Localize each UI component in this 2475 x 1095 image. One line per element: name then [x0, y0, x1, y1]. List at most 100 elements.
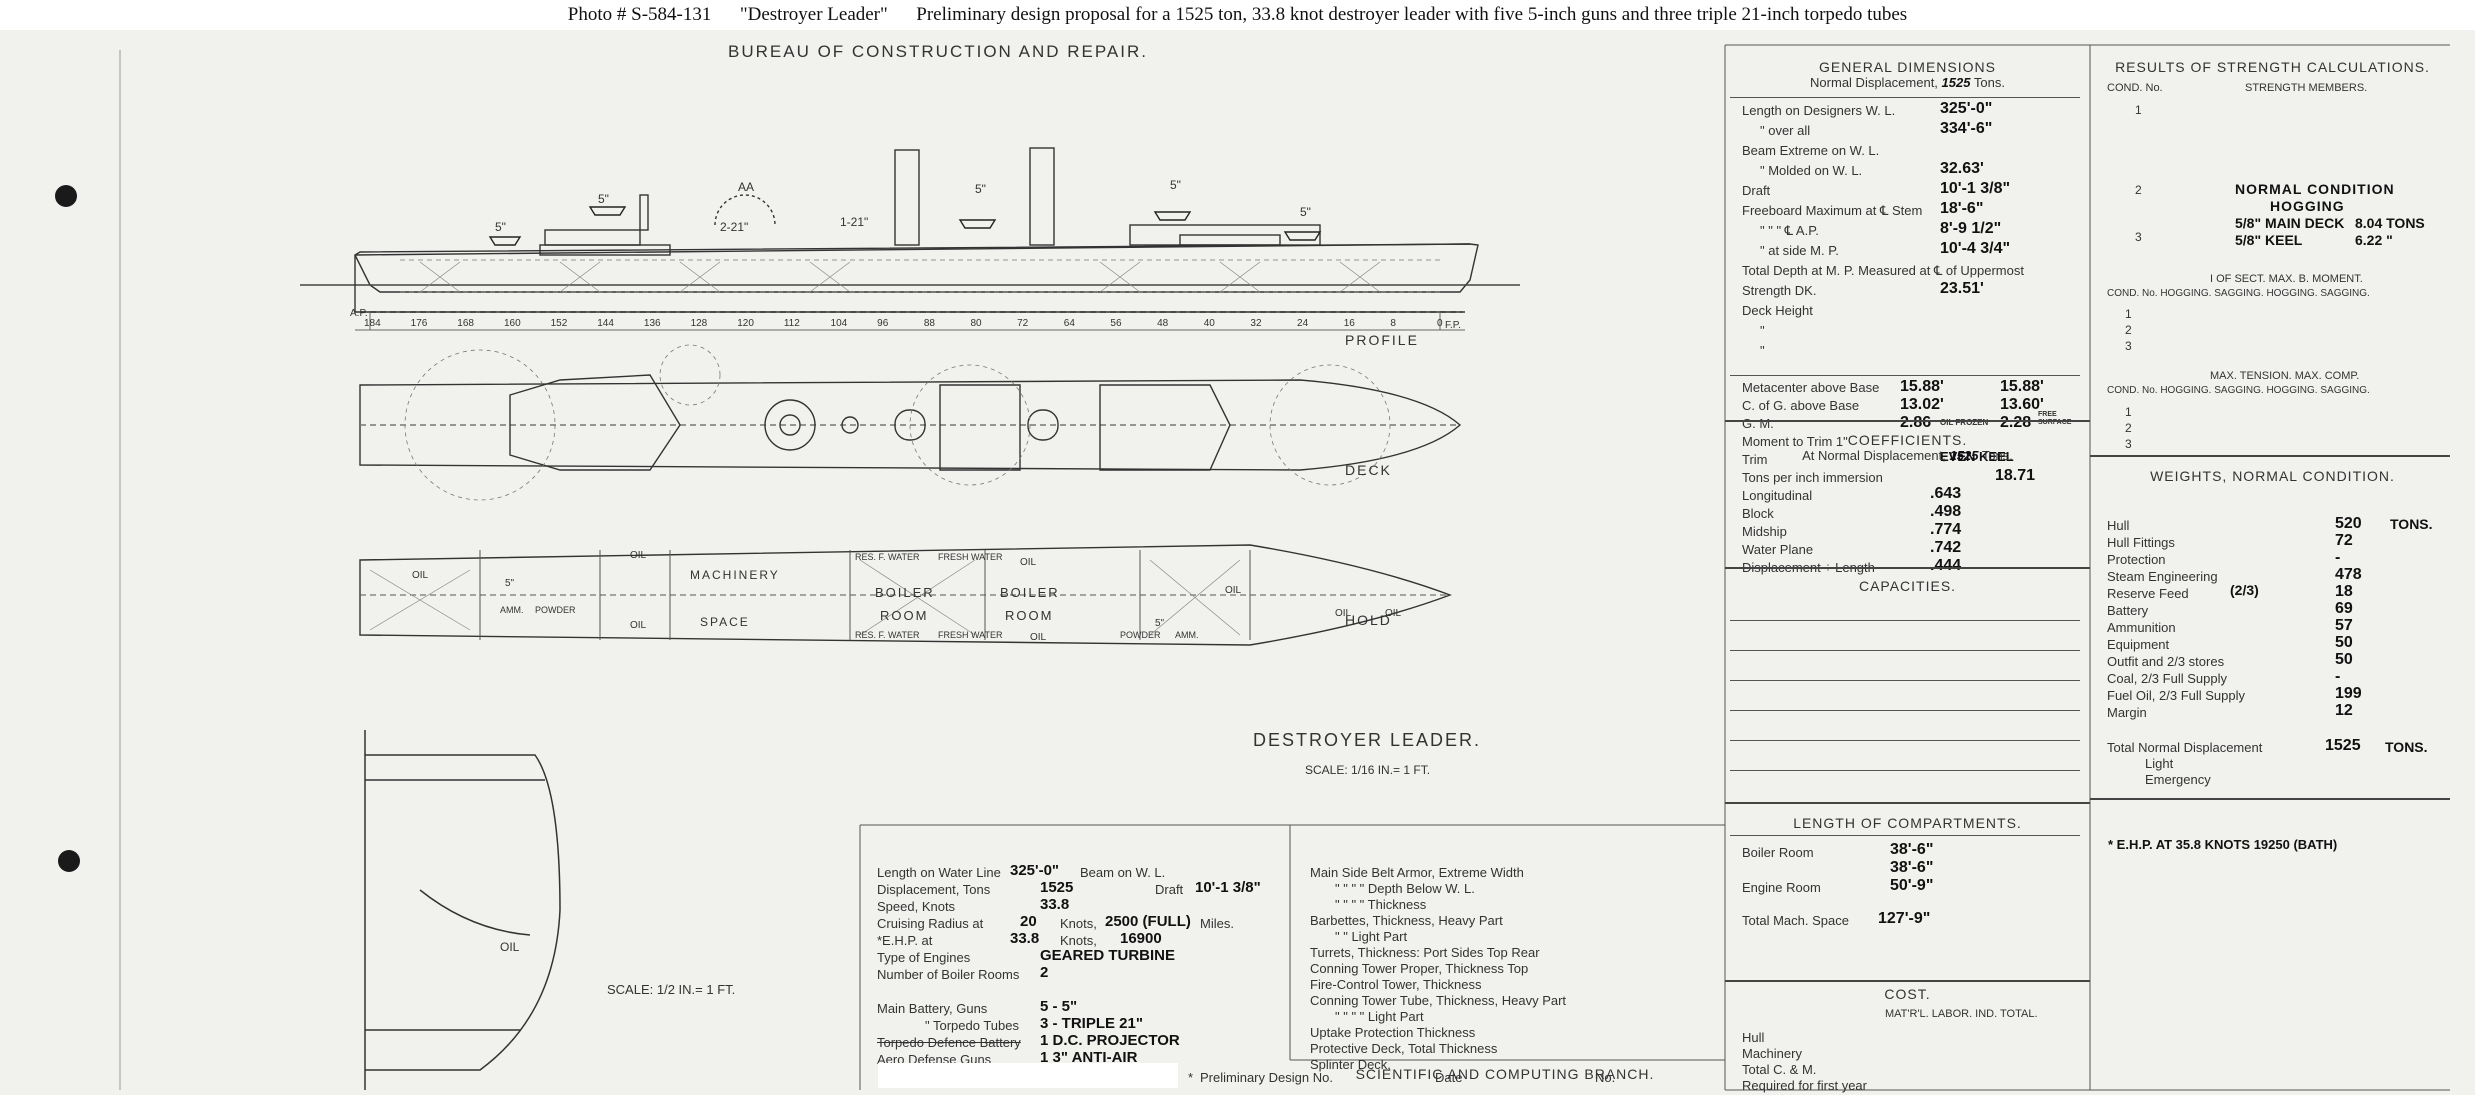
particular-value: 1 3" ANTI-AIR — [1040, 1049, 1138, 1066]
weights-total-label: Total Normal Displacement — [2107, 740, 2263, 755]
blueprint-sheet: BUREAU OF CONSTRUCTION AND REPAIR. PROFI… — [0, 30, 2475, 1095]
hold-compartment: MACHINERY — [690, 568, 780, 582]
particular-value: 325'-0" — [1010, 862, 1060, 879]
coefficients-heading: COEFFICIENTS. — [1847, 432, 1968, 448]
frame-number: 104 — [830, 318, 848, 329]
total-mach-value: 127'-9" — [1878, 910, 1931, 927]
gun-label: 5" — [1300, 205, 1311, 219]
weight-label: Protection — [2107, 552, 2166, 567]
frame-number: 24 — [1297, 318, 1309, 329]
particular-label: Miles. — [1200, 916, 1234, 931]
photo-caption: Photo # S-584-131 "Destroyer Leader" Pre… — [0, 0, 2475, 30]
frame-number: 0 — [1437, 318, 1443, 329]
frame-number: 128 — [690, 318, 708, 329]
weight-value: 12 — [2335, 702, 2353, 719]
frame-number: 144 — [597, 318, 614, 329]
weights-light-label: Light — [2145, 756, 2174, 771]
gm-label: G. M. — [1742, 416, 1774, 431]
dimension-label: Beam Extreme on W. L. — [1742, 143, 1880, 158]
particular-value: 33.8 — [1040, 896, 1070, 913]
weight-label: Ammunition — [2107, 620, 2176, 635]
gun-label: 5" — [975, 182, 986, 196]
tension-row: 1 — [2125, 405, 2132, 419]
boiler-room-label: Boiler Room — [1742, 845, 1814, 860]
weight-label: Hull Fittings — [2107, 535, 2175, 550]
hold-compartment: OIL — [1385, 608, 1402, 619]
hold-label: HOLD — [1345, 612, 1392, 628]
dimension-value: 8'-9 1/2" — [1940, 220, 2002, 237]
particular-label: Length on Water Line — [877, 865, 1001, 880]
armor-label: " " " " Light Part — [1335, 1009, 1424, 1024]
frame-number: 112 — [783, 318, 800, 329]
torpedo-tube-label: 1-21" — [840, 215, 869, 229]
coefficient-value: .742 — [1930, 539, 1962, 556]
number-label: No. — [1595, 1070, 1616, 1085]
coefficient-value: .444 — [1930, 557, 1962, 574]
gm-value-1: 2.86 — [1900, 414, 1932, 431]
armor-label: Splinter Deck, — [1310, 1057, 1391, 1072]
hold-compartment: OIL — [1020, 557, 1037, 568]
weight-value: 520 — [2335, 515, 2362, 532]
moment-header-1: I OF SECT. MAX. B. MOMENT. — [2210, 273, 2363, 285]
photo-number: Photo # S-584-131 — [567, 4, 712, 25]
cg-value-1: 13.02' — [1900, 396, 1944, 413]
coefficients-subheading-text: At Normal Displacement, — [1802, 448, 1946, 463]
hold-compartment: ROOM — [1005, 608, 1054, 623]
frame-number: 96 — [877, 318, 889, 329]
armor-label: Fire-Control Tower, Thickness — [1310, 977, 1482, 992]
coefficient-label: Block — [1742, 506, 1774, 521]
weight-label: Reserve Feed — [2107, 586, 2189, 601]
profile-label: PROFILE — [1345, 332, 1419, 348]
particular-label: Draft — [1155, 882, 1184, 897]
tons-per-inch-value: 18.71 — [1995, 467, 2036, 484]
gm-note-2: FREE SURFACE — [2038, 411, 2072, 426]
moment-row: 1 — [2125, 307, 2132, 321]
strength-main-deck-value: 8.04 TONS — [2355, 215, 2425, 231]
dimension-label: Draft — [1742, 183, 1771, 198]
strength-row-no: 2 — [2135, 183, 2142, 197]
compartments-heading: LENGTH OF COMPARTMENTS. — [1793, 815, 2022, 831]
hold-compartment: FRESH WATER — [938, 630, 1003, 640]
gun-label: 5" — [495, 220, 506, 234]
armor-label: Conning Tower Proper, Thickness Top — [1310, 961, 1529, 976]
dimension-label: " at side M. P. — [1760, 243, 1839, 258]
cost-row-total: Total C. & M. — [1742, 1062, 1817, 1077]
frame-number: 176 — [410, 318, 428, 329]
hold-compartment: OIL — [1335, 608, 1352, 619]
weight-value: - — [2335, 668, 2341, 685]
strength-keel-label: 5/8" KEEL — [2235, 232, 2303, 248]
weights-total-value: 1525 — [2325, 737, 2361, 754]
subheading-value: 1525 — [1941, 75, 1971, 90]
particular-label: Cruising Radius at — [877, 916, 984, 931]
weight-note: (2/3) — [2230, 582, 2259, 598]
hold-compartment: RES. F. WATER — [855, 630, 920, 640]
weight-value: 18 — [2335, 583, 2353, 600]
metacenter-label: Metacenter above Base — [1742, 380, 1880, 395]
tension-row: 2 — [2125, 421, 2132, 435]
weight-label: Coal, 2/3 Full Supply — [2107, 671, 2227, 686]
hold-compartment: OIL — [630, 550, 647, 561]
hold-compartment: ROOM — [880, 608, 929, 623]
armor-label: " " " " Depth Below W. L. — [1335, 881, 1475, 896]
dimension-value: 23.51' — [1940, 280, 1984, 297]
hold-compartment: POWDER — [1120, 630, 1161, 640]
frame-number: 16 — [1343, 318, 1355, 329]
hold-view — [359, 544, 1452, 646]
cg-label: C. of G. above Base — [1742, 398, 1860, 413]
fp-label: F.P. — [1445, 320, 1461, 331]
particular-value: 2 — [1040, 964, 1049, 981]
cost-row-hull: Hull — [1742, 1030, 1765, 1045]
particular-label: Displacement, Tons — [877, 882, 991, 897]
strength-entry-sub: HOGGING — [2270, 198, 2345, 214]
general-dimensions-heading: GENERAL DIMENSIONS — [1819, 59, 1996, 75]
dimension-label: Total Depth at M. P. Measured at ℄ of Up… — [1742, 263, 2024, 278]
particular-value: 33.8 — [1010, 930, 1040, 947]
weight-label: Outfit and 2/3 stores — [2107, 654, 2225, 669]
weights-emergency-label: Emergency — [2145, 772, 2211, 787]
midship-section — [364, 730, 561, 1090]
frame-number: 152 — [550, 318, 568, 329]
particular-value: 5 - 5" — [1040, 998, 1078, 1015]
particular-label: Number of Boiler Rooms — [877, 967, 1020, 982]
weight-label: Margin — [2107, 705, 2147, 720]
coefficient-value: .643 — [1930, 485, 1962, 502]
